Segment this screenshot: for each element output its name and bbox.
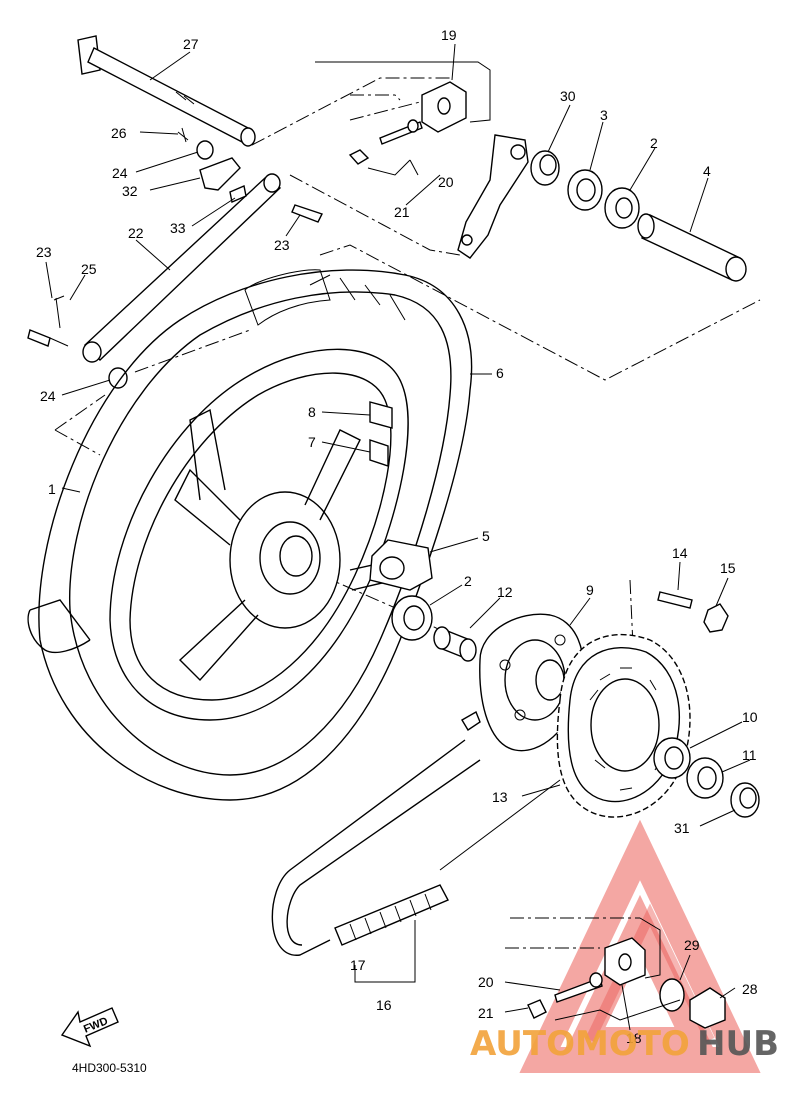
callout-23b: 23 [274, 237, 290, 253]
callout-28: 28 [742, 981, 758, 997]
callout-33: 33 [170, 220, 186, 236]
leader-lines [45, 43, 751, 1031]
part-code: 4HD300-5310 [72, 1061, 147, 1075]
stud-and-nut [657, 591, 729, 633]
callout-4: 4 [703, 163, 711, 179]
callout-20a: 20 [438, 174, 454, 190]
torque-rod [27, 127, 323, 389]
seal-stack [653, 737, 760, 818]
callout-29: 29 [684, 937, 700, 953]
tire [27, 269, 473, 801]
callout-2a: 2 [650, 135, 658, 151]
watermark-word-right: HUB [697, 1024, 779, 1064]
callout-12: 12 [497, 584, 513, 600]
fwd-arrow: FWD [60, 1007, 119, 1048]
callout-2b: 2 [464, 573, 472, 589]
callout-22: 22 [128, 225, 144, 241]
callout-24a: 24 [112, 165, 128, 181]
callout-8: 8 [308, 404, 316, 420]
chain-adjuster-top [348, 61, 491, 176]
callouts: 1 2 2 3 4 5 6 7 8 9 10 11 12 13 14 15 16… [36, 27, 758, 1046]
callout-20b: 20 [478, 974, 494, 990]
axle-27 [77, 35, 256, 147]
drive-chain [271, 739, 561, 983]
callout-30: 30 [560, 88, 576, 104]
caliper-bracket [457, 134, 529, 259]
callout-21a: 21 [394, 204, 410, 220]
sprocket-hub-assembly [391, 595, 584, 752]
callout-31: 31 [674, 820, 690, 836]
callout-26: 26 [111, 125, 127, 141]
callout-27: 27 [183, 36, 199, 52]
callout-25: 25 [81, 261, 97, 277]
callout-23a: 23 [36, 244, 52, 260]
callout-5: 5 [482, 528, 490, 544]
callout-9: 9 [586, 582, 594, 598]
callout-21b: 21 [478, 1005, 494, 1021]
callout-19: 19 [441, 27, 457, 43]
callout-17: 17 [350, 957, 366, 973]
callout-10: 10 [742, 709, 758, 725]
callout-15: 15 [720, 560, 736, 576]
callout-16: 16 [376, 997, 392, 1013]
wheel-rim [109, 348, 409, 721]
watermark-word-left: AUTOMOTO [470, 1024, 690, 1064]
callout-24b: 24 [40, 388, 56, 404]
callout-14: 14 [672, 545, 688, 561]
callout-7: 7 [308, 434, 316, 450]
sprocket [556, 633, 691, 818]
callout-32: 32 [122, 183, 138, 199]
chain-adjuster-bottom [505, 917, 726, 1029]
hub-dampers [369, 401, 433, 591]
callout-11: 11 [742, 747, 757, 763]
callout-13: 13 [492, 789, 508, 805]
bearing-stack-top [530, 150, 747, 282]
callout-3: 3 [600, 107, 608, 123]
callout-1: 1 [48, 481, 56, 497]
callout-6: 6 [496, 365, 504, 381]
fwd-label: FWD [82, 1015, 110, 1036]
watermark-text: AUTOMOTO HUB [470, 1024, 779, 1064]
callout-18: 18 [626, 1030, 642, 1046]
